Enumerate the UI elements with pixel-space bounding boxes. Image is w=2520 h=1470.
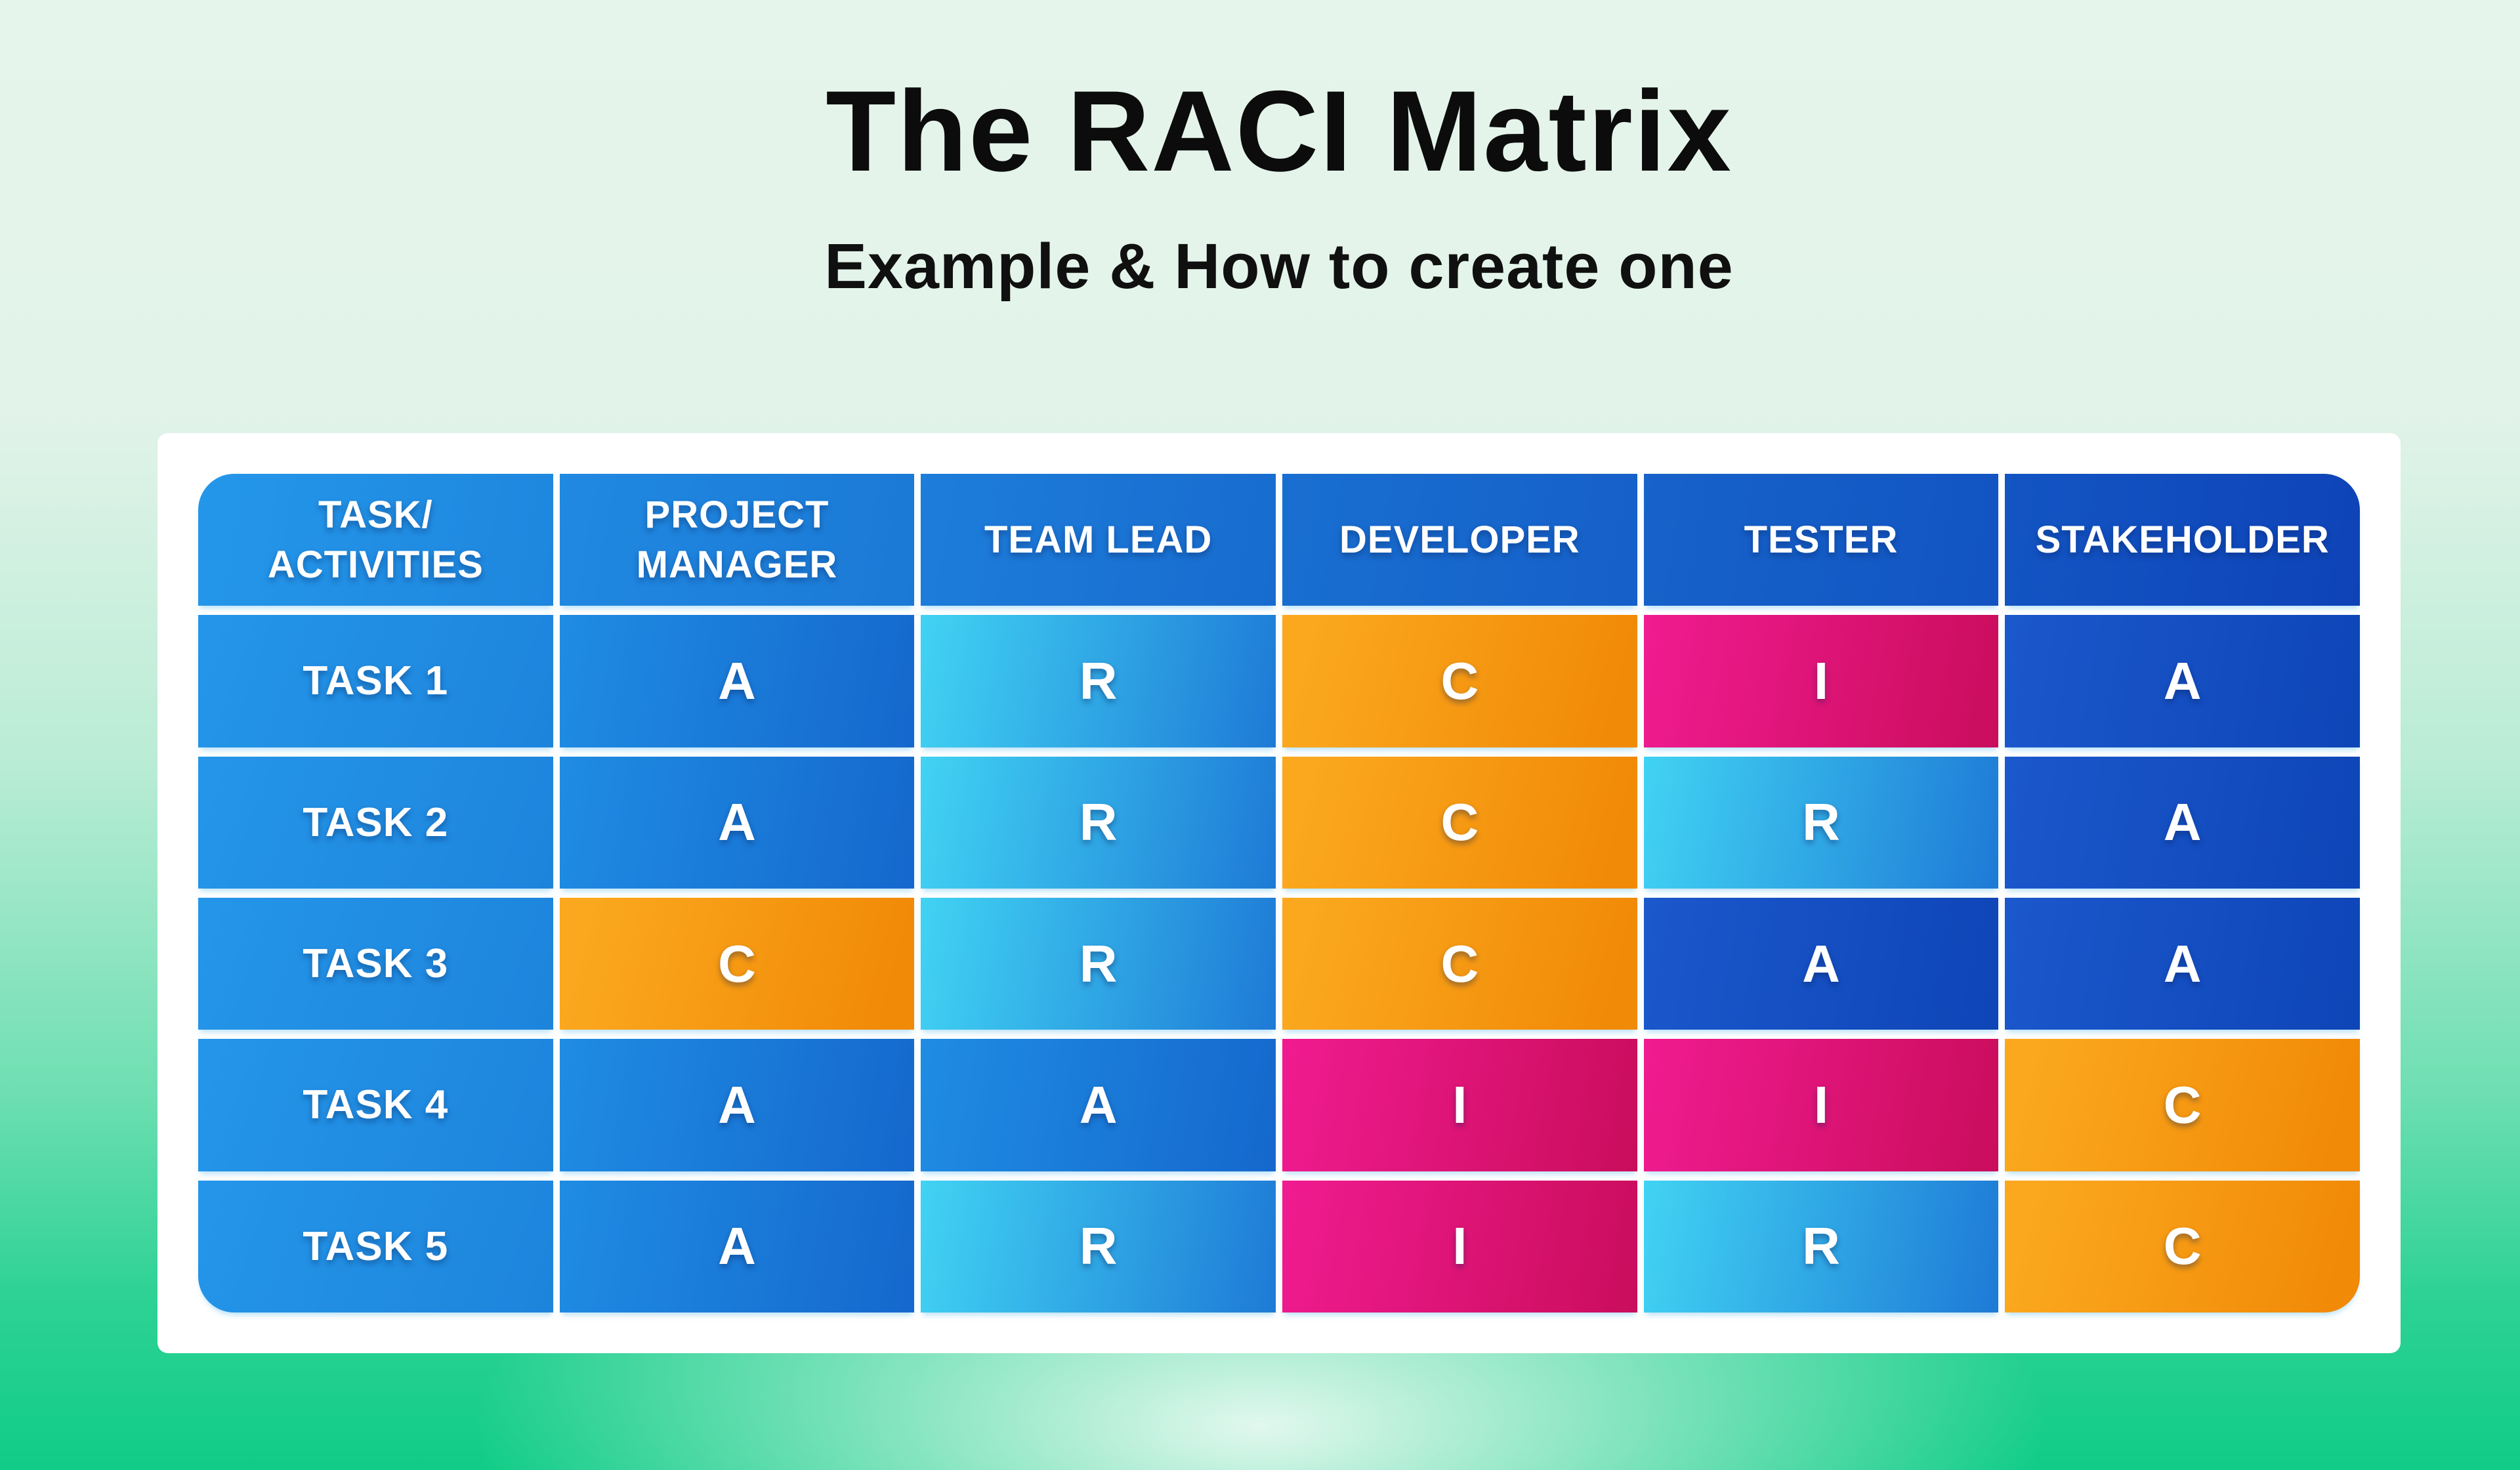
column-header-team-lead: TEAM LEAD (921, 474, 1276, 606)
raci-cell-task1-tester: I (1643, 615, 1999, 747)
column-header-stakeholder: STAKEHOLDER (2005, 474, 2360, 606)
raci-cell-task2-tester: R (1643, 756, 1999, 889)
raci-cell-task2-project-manager: A (559, 756, 915, 889)
column-header-task-activities: TASK/ ACTIVITIES (198, 474, 553, 606)
page-title: The RACI Matrix (826, 68, 1732, 196)
raci-cell-task5-project-manager: A (559, 1180, 915, 1312)
raci-cell-task1-developer: C (1282, 615, 1637, 747)
raci-cell-task5-developer: I (1282, 1180, 1637, 1312)
raci-cell-task4-team-lead: A (921, 1039, 1276, 1171)
raci-cell-task2-stakeholder: A (2005, 756, 2360, 889)
raci-cell-task3-stakeholder: A (2005, 897, 2360, 1030)
column-header-project-manager: PROJECT MANAGER (559, 474, 915, 606)
raci-cell-task3-team-lead: R (921, 897, 1276, 1030)
raci-cell-task3-project-manager: C (559, 897, 915, 1030)
raci-cell-task4-tester: I (1643, 1039, 1999, 1171)
row-label-task-4: TASK 4 (198, 1039, 553, 1171)
raci-cell-task5-team-lead: R (921, 1180, 1276, 1312)
raci-cell-task4-project-manager: A (559, 1039, 915, 1171)
raci-cell-task1-project-manager: A (559, 615, 915, 747)
raci-cell-task2-team-lead: R (921, 756, 1276, 889)
column-header-tester: TESTER (1643, 474, 1999, 606)
raci-cell-task5-tester: R (1643, 1180, 1999, 1312)
row-label-task-5: TASK 5 (198, 1180, 553, 1312)
raci-cell-task1-team-lead: R (921, 615, 1276, 747)
raci-cell-task4-developer: I (1282, 1039, 1637, 1171)
column-header-developer: DEVELOPER (1282, 474, 1637, 606)
raci-cell-task4-stakeholder: C (2005, 1039, 2360, 1171)
title-block: The RACI Matrix Example & How to create … (158, 66, 2401, 302)
row-label-task-2: TASK 2 (198, 756, 553, 889)
raci-cell-task2-developer: C (1282, 756, 1637, 889)
row-label-task-1: TASK 1 (198, 615, 553, 747)
page-subtitle: Example & How to create one (824, 230, 1734, 303)
raci-cell-task1-stakeholder: A (2005, 615, 2360, 747)
raci-cell-task3-tester: A (1643, 897, 1999, 1030)
raci-cell-task3-developer: C (1282, 897, 1637, 1030)
row-label-task-3: TASK 3 (198, 897, 553, 1030)
raci-cell-task5-stakeholder: C (2005, 1180, 2360, 1312)
